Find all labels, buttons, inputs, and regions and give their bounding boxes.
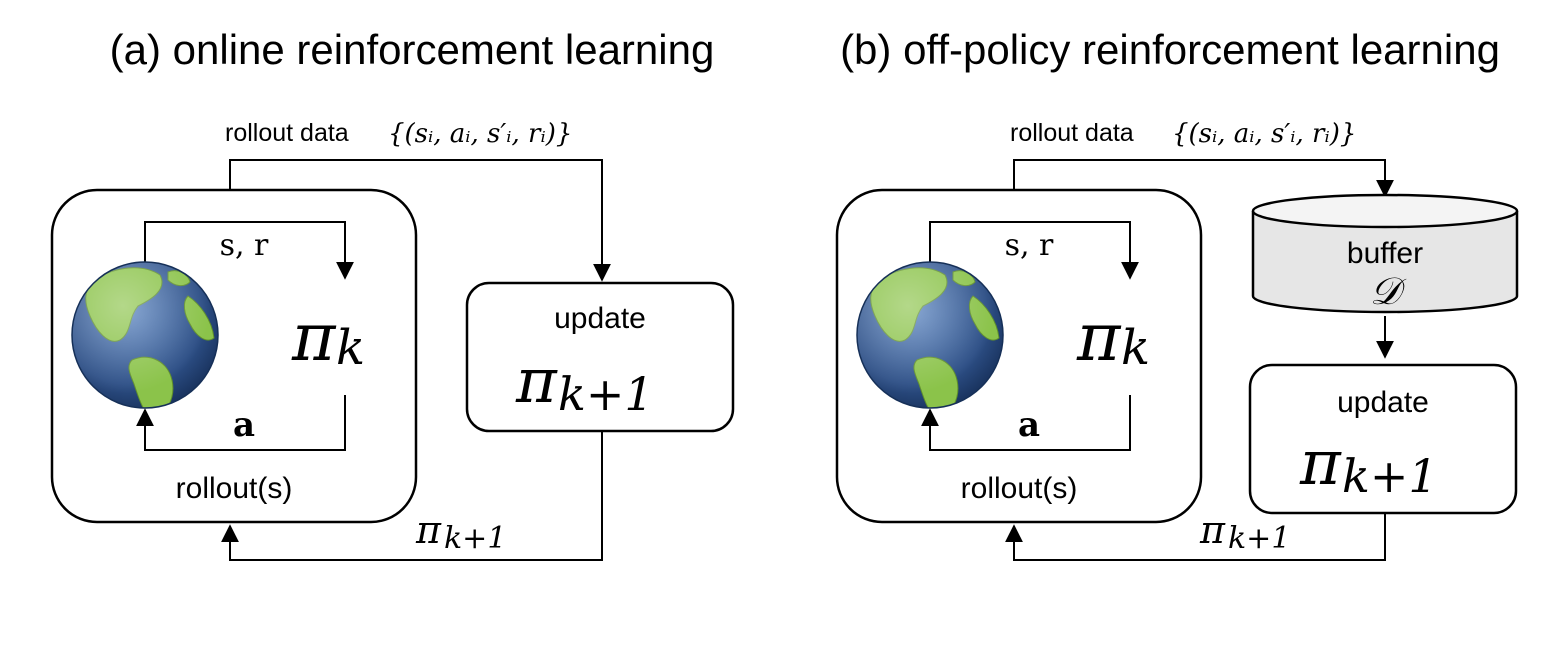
update-pi: π — [1299, 426, 1342, 499]
policy-pi: π — [1076, 299, 1122, 376]
policy-pi: π — [291, 299, 337, 376]
action-arrow — [921, 395, 1131, 451]
feedback-arrow — [1005, 513, 1386, 561]
rollout-data-label: rollout data — [1010, 119, 1134, 147]
rollout-data-set: {(sᵢ, aᵢ, s′ᵢ, rᵢ)} — [388, 119, 572, 149]
update-box — [465, 281, 735, 433]
state-reward-arrow — [144, 221, 354, 280]
state-reward-label: s, r — [1005, 228, 1054, 263]
feedback-sub: k+1 — [444, 521, 506, 556]
feedback-pi: π — [415, 508, 442, 552]
action-label: a — [233, 405, 255, 445]
earth-globe-icon — [71, 261, 219, 409]
earth-globe-icon — [856, 261, 1004, 409]
buffer-label: buffer — [1347, 237, 1423, 270]
update-label: update — [554, 302, 646, 335]
state-reward-arrow — [929, 221, 1139, 280]
update-label: update — [1337, 386, 1429, 419]
panel-b: (b) off-policy reinforcement learning ro… — [835, 26, 1519, 561]
rollout-data-arrow — [229, 159, 611, 282]
panel-a-title: (a) online reinforcement learning — [110, 26, 715, 73]
panel-b-title: (b) off-policy reinforcement learning — [840, 26, 1500, 73]
action-arrow — [136, 395, 346, 451]
update-sub: k+1 — [558, 367, 654, 421]
rollout-data-arrow — [1013, 159, 1394, 198]
policy-sub: k — [1121, 320, 1150, 376]
panel-a: (a) online reinforcement learning rollou… — [50, 26, 735, 561]
feedback-arrow — [221, 431, 603, 561]
rollouts-label: rollout(s) — [961, 472, 1078, 505]
action-label: a — [1018, 405, 1040, 445]
policy-sub: k — [336, 320, 365, 376]
feedback-sub: k+1 — [1228, 521, 1290, 556]
rollout-data-label: rollout data — [225, 119, 349, 147]
update-pi: π — [515, 344, 558, 417]
update-box — [1248, 363, 1518, 515]
rollout-data-set: {(sᵢ, aᵢ, s′ᵢ, rᵢ)} — [1172, 119, 1356, 149]
rollouts-label: rollout(s) — [176, 472, 293, 505]
buffer-cylinder — [1251, 193, 1519, 314]
state-reward-label: s, r — [220, 228, 269, 263]
update-sub: k+1 — [1342, 449, 1438, 503]
feedback-pi: π — [1199, 508, 1226, 552]
